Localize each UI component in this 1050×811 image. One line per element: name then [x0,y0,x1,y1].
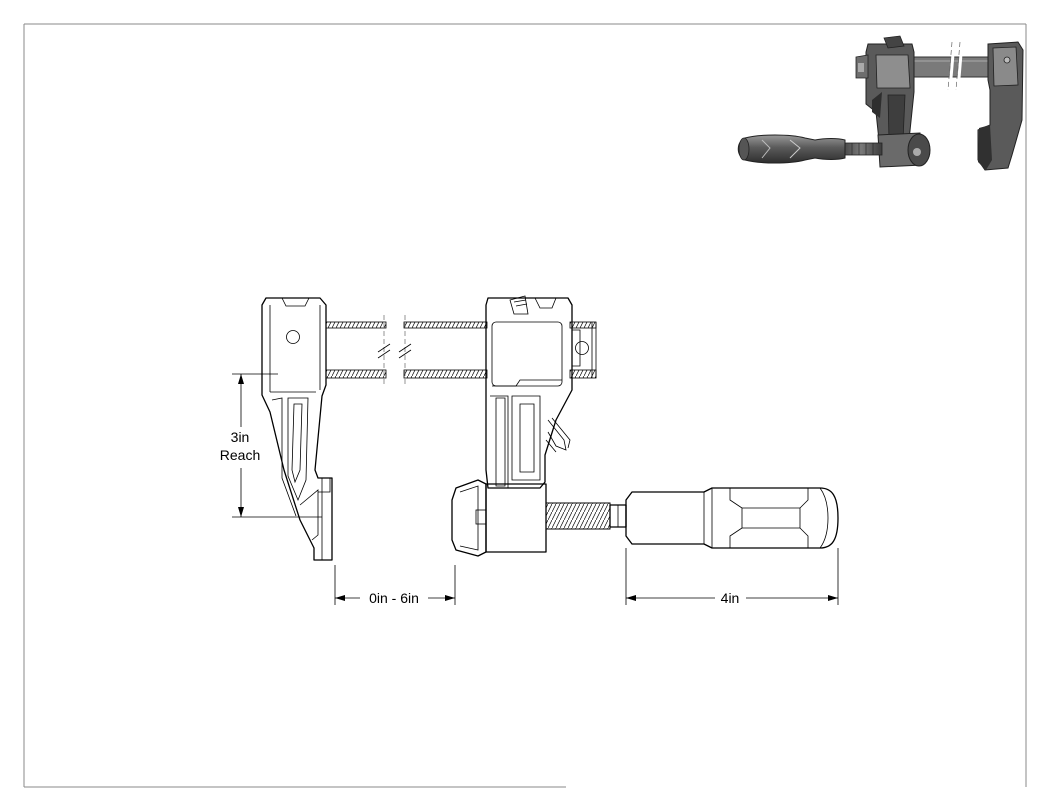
clamp-handle [625,487,839,549]
sliding-jaw [485,295,589,489]
dimension-reach: 3in Reach [220,373,322,518]
clamp-screw [545,502,627,530]
handle-length-label: 4in [721,590,740,606]
opening-range-label: 0in - 6in [369,590,419,606]
sheet-border [23,23,1027,788]
reach-text-label: Reach [220,447,260,463]
clamp-render-thumbnail [737,35,1024,171]
dimension-handle-length: 4in [625,548,839,606]
reach-value-label: 3in [231,429,250,445]
fixed-jaw [261,297,333,561]
sliding-jaw-foot [451,479,547,557]
dimension-opening: 0in - 6in [334,565,456,606]
threaded-bar [325,315,597,385]
